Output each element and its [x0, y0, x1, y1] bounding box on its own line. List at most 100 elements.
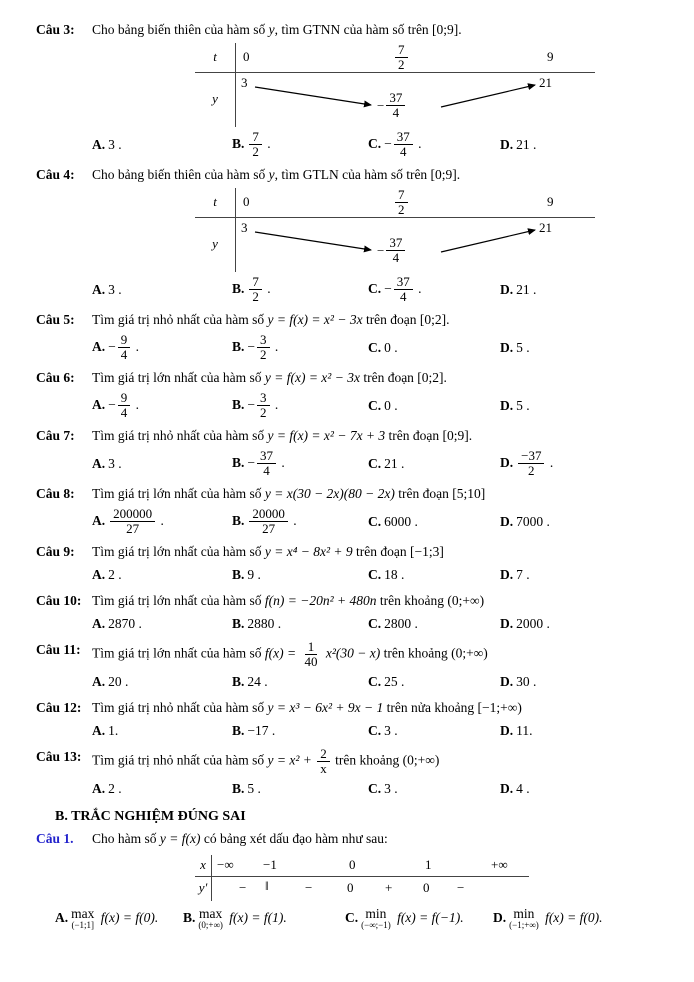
text-run: 30 . — [516, 674, 537, 689]
question-label: Câu 8: — [36, 486, 75, 501]
text-run: . — [278, 454, 285, 470]
text-run: −17 . — [247, 723, 276, 738]
text-run: . — [132, 396, 139, 412]
option-text: min(−∞;−1) f(x) = f(−1). — [361, 907, 464, 930]
variation-table-cau3: t y 0 7 2 9 3 − 37 4 21 — [195, 43, 595, 127]
operator-limit: (0;+∞) — [198, 920, 223, 931]
fraction-numerator: 37 — [393, 275, 413, 290]
option-label: A. — [55, 910, 69, 925]
fraction-numerator: 37 — [257, 449, 277, 464]
operator: max — [71, 906, 95, 922]
option-text: 1. — [108, 723, 118, 738]
fraction-numerator: 9 — [117, 391, 131, 406]
option-text: 6000 . — [384, 514, 418, 529]
text-run: − — [384, 280, 392, 296]
option-text: 7 . — [516, 567, 530, 582]
text-run: − — [108, 396, 116, 412]
question-cau5-stem-row: Câu 5: Tìm giá trị nhỏ nhất của hàm số y… — [36, 310, 668, 330]
option-C: C.3 . — [368, 779, 500, 799]
fraction-denominator: 4 — [120, 347, 128, 362]
question-cau3: Câu 3: Cho bảng biến thiên của hàm số y,… — [36, 20, 668, 159]
question-label: Câu 1. — [36, 831, 74, 846]
option-A: A.2 . — [92, 565, 232, 585]
option-A: A.2870 . — [92, 614, 232, 634]
table-divider-horizontal — [195, 876, 529, 877]
question-label: Câu 6: — [36, 370, 75, 385]
option-A: A.20 . — [92, 672, 232, 692]
option-text: max(0;+∞) f(x) = f(1). — [198, 906, 286, 930]
undefined-double-bar: ‖ — [265, 878, 269, 893]
sign-value: − — [457, 880, 465, 895]
monotonic-arrows — [254, 228, 536, 253]
option-A: A.1. — [92, 721, 232, 741]
fraction-numerator: 7 — [395, 43, 408, 58]
bbt-y-start: 3 — [241, 220, 248, 235]
option-D: D.7000 . — [500, 512, 668, 532]
fraction-numerator: 3 — [257, 333, 270, 348]
option-label: A. — [92, 136, 106, 152]
fraction-denominator: 4 — [400, 144, 407, 159]
option-label: B. — [232, 567, 245, 582]
question-text: Cho bảng biến thiên của hàm số y, tìm GT… — [92, 165, 668, 185]
option-text: 3 . — [108, 456, 122, 471]
option-label: C. — [368, 567, 382, 582]
fraction-denominator: 4 — [120, 405, 128, 420]
option-label: D. — [500, 136, 514, 152]
text-run: Tìm giá trị lớn nhất của hàm số — [92, 486, 265, 501]
math-text: f(n) = −20n² + 480n — [264, 593, 377, 608]
question-cau8: Câu 8: Tìm giá trị lớn nhất của hàm số y… — [36, 484, 668, 536]
fraction-denominator: 40 — [304, 654, 318, 669]
fraction-denominator: 2 — [398, 202, 405, 217]
question-cau10-stem-row: Câu 10: Tìm giá trị lớn nhất của hàm số … — [36, 591, 668, 611]
fraction-numerator: 1 — [304, 640, 318, 655]
option-label: D. — [500, 567, 514, 582]
fraction-denominator: 4 — [400, 289, 407, 304]
option-label: A. — [92, 674, 106, 689]
text-run: − — [108, 338, 116, 354]
bbt-y-min: − 37 4 — [377, 91, 407, 120]
section-b-title: B. TRẮC NGHIỆM ĐÚNG SAI — [55, 809, 246, 824]
text-run: . — [546, 454, 554, 470]
fraction-numerator: 9 — [117, 333, 131, 348]
fraction-numerator: 37 — [386, 91, 406, 106]
text-run: 2880 . — [247, 616, 282, 631]
operator: max — [199, 906, 223, 922]
math-text: y — [268, 22, 275, 37]
option-C: C.25 . — [368, 672, 500, 692]
option-B: B.−17 . — [232, 721, 368, 741]
text-run: . — [263, 280, 271, 296]
option-text: 21 . — [516, 137, 536, 152]
text-run: − — [247, 338, 256, 354]
question-label: Câu 3: — [36, 22, 75, 37]
option-D: D.11. — [500, 721, 668, 741]
fraction-numerator: 20000 — [249, 507, 288, 522]
option-text: 4 . — [516, 781, 530, 796]
table-divider-vertical — [235, 43, 236, 127]
text-run: 2870 . — [108, 616, 142, 631]
option-label: B. — [232, 781, 245, 796]
text-run: trên đoạn [0;2]. — [362, 312, 450, 327]
question-label: Câu 13: — [36, 749, 82, 764]
text-run: trên đoạn [0;2]. — [359, 370, 447, 385]
question-cau12-stem-row: Câu 12: Tìm giá trị nhỏ nhất của hàm số … — [36, 698, 668, 718]
question-text: Tìm giá trị nhỏ nhất của hàm số y = f(x)… — [92, 310, 668, 330]
question-text: Cho hàm số y = f(x) có bảng xét dấu đạo … — [92, 829, 668, 849]
bbt-function-label: y — [212, 91, 218, 106]
option-label: D. — [500, 454, 514, 470]
option-D: D.5 . — [500, 338, 668, 358]
sign-value: 0 — [347, 880, 354, 895]
operator-limit: (−1;+∞) — [509, 920, 539, 931]
option-label: D. — [500, 397, 514, 413]
option-label: A. — [92, 567, 106, 582]
text-run: 0 . — [384, 397, 398, 413]
